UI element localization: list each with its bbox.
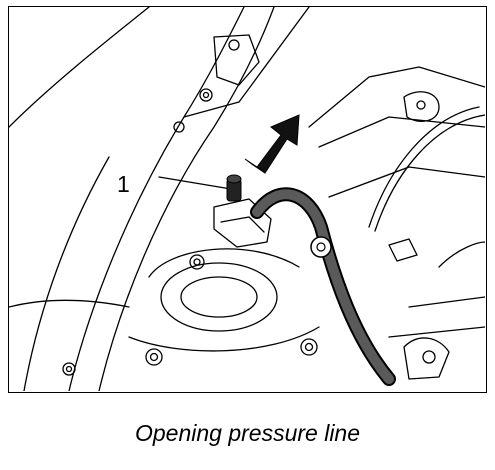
strut-tower — [160, 262, 278, 332]
up-right-arrow-icon — [244, 114, 300, 174]
figure-caption: Opening pressure line — [134, 420, 361, 446]
lower-bracket — [403, 337, 450, 380]
connector — [388, 238, 418, 262]
pipe-clamp — [310, 236, 332, 258]
illustration-frame: 1 — [8, 6, 487, 393]
bolt-top — [228, 39, 240, 51]
hose-thin-1 — [368, 106, 480, 228]
nut-3 — [300, 338, 318, 356]
pillar-outer — [68, 7, 245, 391]
hose-thin-2 — [374, 114, 485, 232]
pillar-inner — [98, 7, 275, 391]
bracket-right — [403, 91, 440, 122]
callout-leader — [158, 176, 232, 190]
nut-2 — [145, 348, 163, 366]
connection-block — [213, 198, 272, 248]
hinge-bracket — [213, 34, 260, 86]
inner-panel-line — [183, 7, 310, 118]
fender-edge — [9, 7, 150, 128]
nut-1 — [189, 254, 205, 270]
pillar-edge — [23, 156, 110, 391]
engine-bay-illustration — [9, 7, 485, 391]
bolt-left — [199, 88, 213, 102]
sill-line — [9, 299, 130, 308]
nut-4 — [62, 362, 76, 376]
bolt-mid — [173, 121, 185, 133]
callout-number-1: 1 — [117, 171, 130, 197]
engine-cover — [308, 66, 485, 128]
